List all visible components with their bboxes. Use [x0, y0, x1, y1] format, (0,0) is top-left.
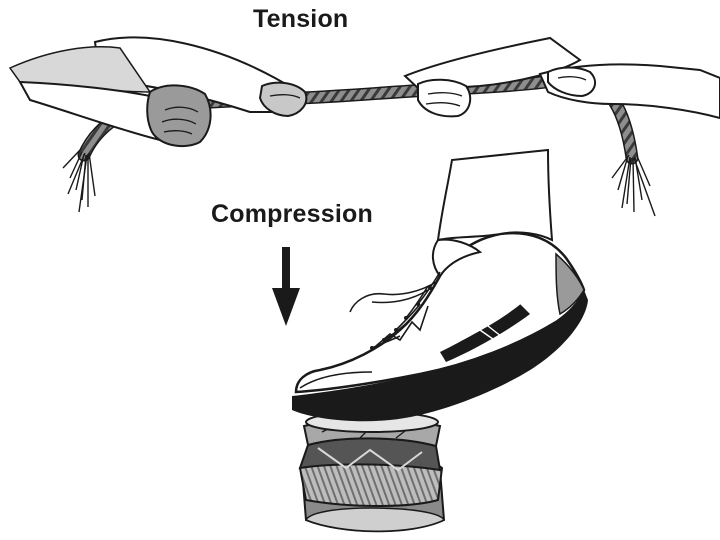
crushed-can-icon — [298, 411, 446, 533]
sneaker-icon — [292, 148, 588, 422]
tension-label: Tension — [253, 5, 349, 33]
rope-fray-left — [62, 149, 96, 213]
shoelaces — [349, 271, 441, 349]
shoe-eyelets — [370, 286, 432, 350]
arrow-down-icon — [272, 247, 300, 326]
rope-fray-right — [611, 154, 656, 217]
compression-label: Compression — [211, 200, 373, 228]
hand-icon — [8, 36, 308, 148]
hand-icon-right — [403, 36, 720, 120]
